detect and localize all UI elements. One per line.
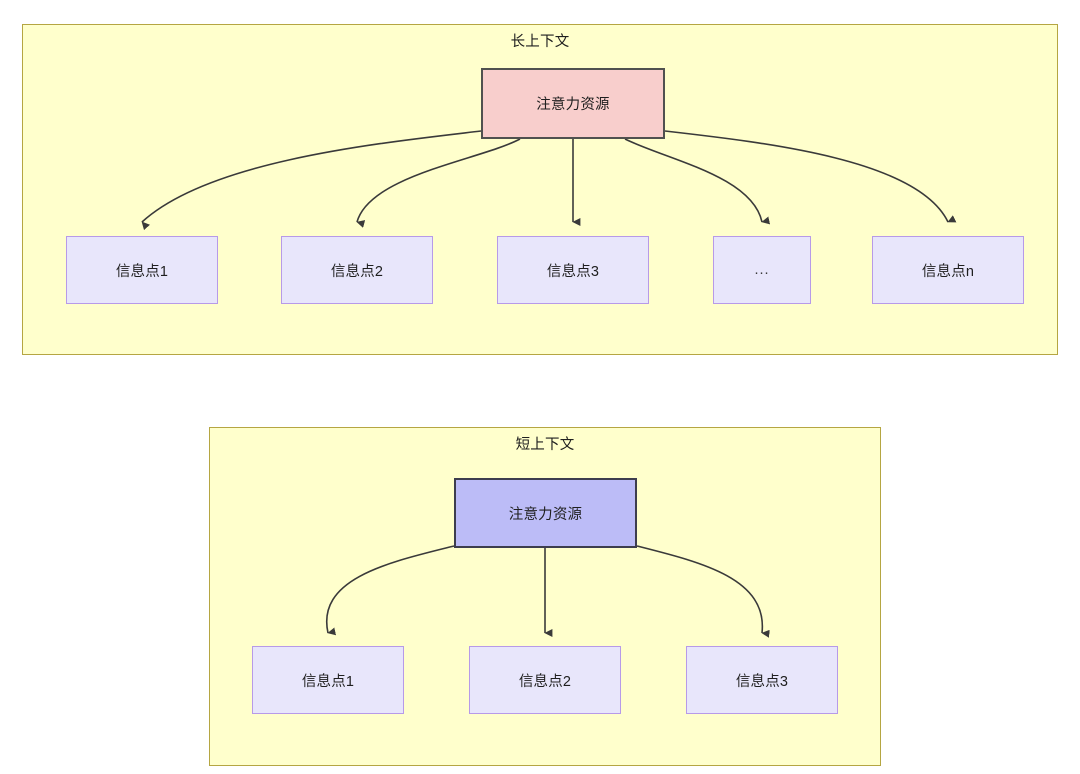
panel-long-context-title: 长上下文	[510, 34, 570, 50]
node-attention-long-context[interactable]: 注意力资源	[481, 68, 665, 139]
panel-short-context-title: 短上下文	[515, 437, 575, 453]
node-info-point-long-1[interactable]: 信息点1	[66, 236, 218, 304]
node-info-point-short-1[interactable]: 信息点1	[252, 646, 404, 714]
node-attention-short-context[interactable]: 注意力资源	[454, 478, 637, 548]
node-info-point-long-ellipsis[interactable]: ...	[713, 236, 811, 304]
node-info-point-long-3[interactable]: 信息点3	[497, 236, 649, 304]
node-info-point-long-2[interactable]: 信息点2	[281, 236, 433, 304]
node-info-point-long-n[interactable]: 信息点n	[872, 236, 1024, 304]
node-info-point-short-3[interactable]: 信息点3	[686, 646, 838, 714]
node-info-point-short-2[interactable]: 信息点2	[469, 646, 621, 714]
